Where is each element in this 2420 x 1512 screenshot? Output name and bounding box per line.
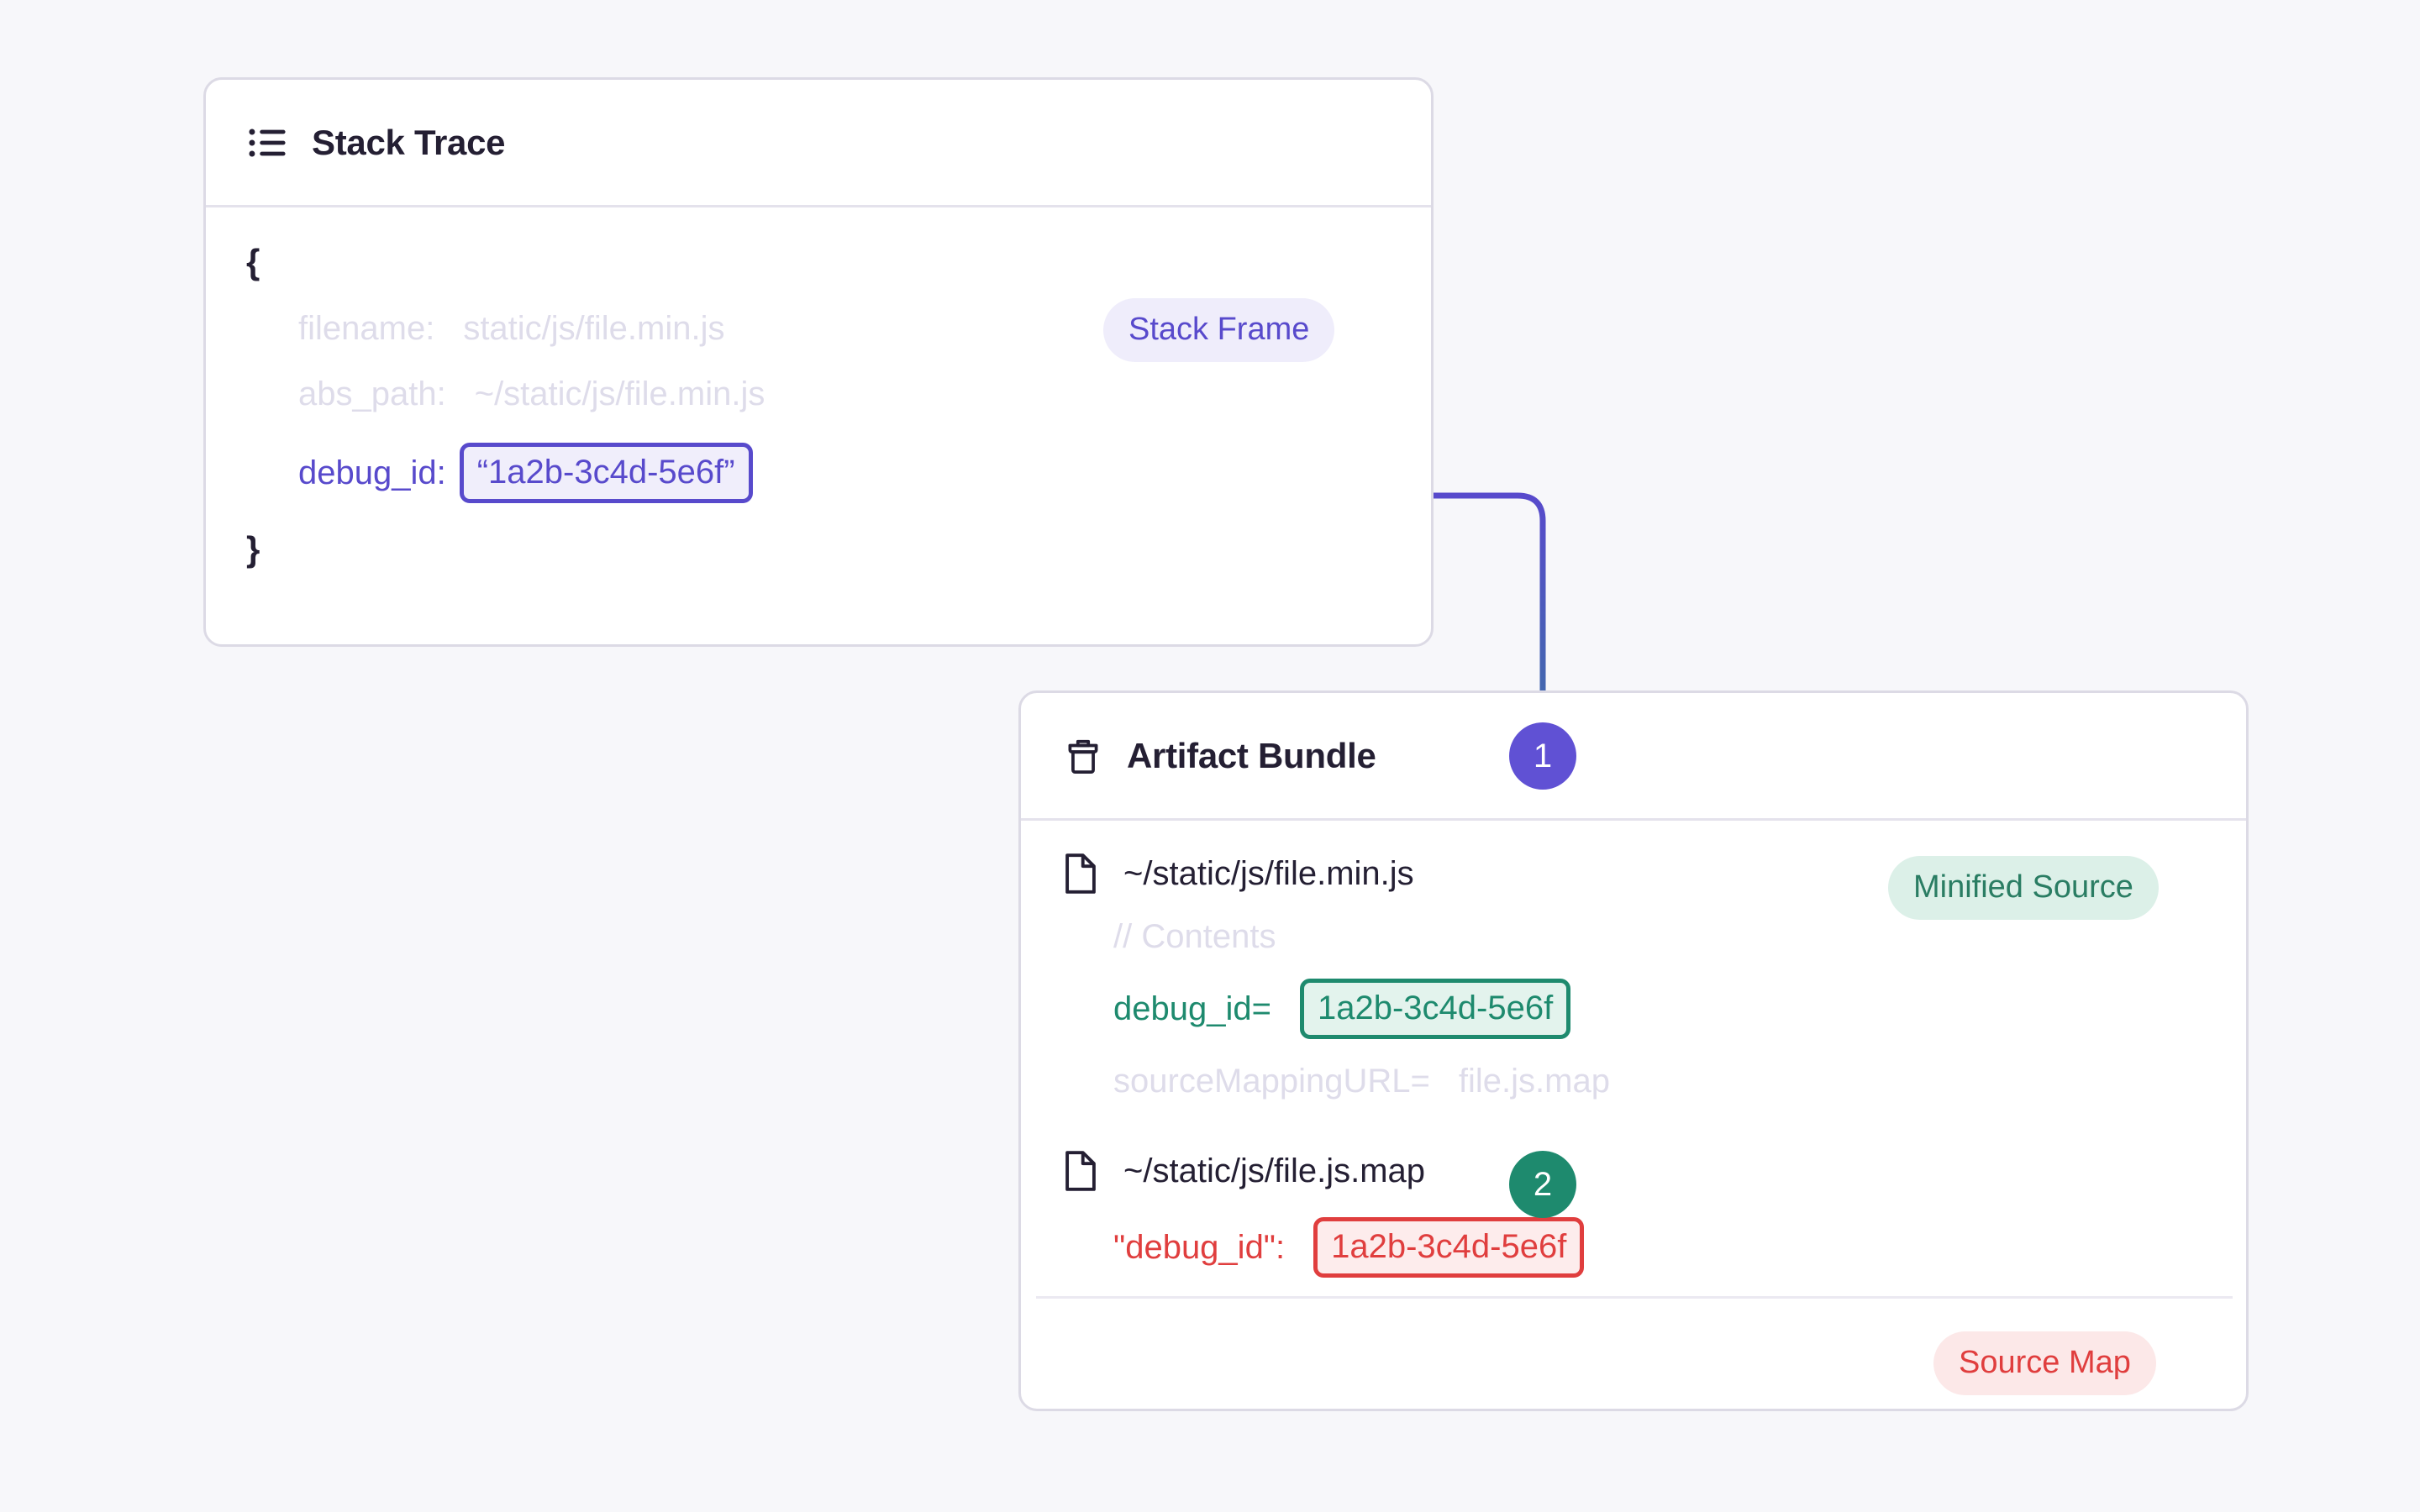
minified-source-file-name: ~/static/js/file.min.js bbox=[1123, 855, 1414, 892]
open-brace: { bbox=[246, 242, 260, 281]
abs-path-key: abs_path: bbox=[298, 375, 446, 412]
minified-debug-id-value-chip[interactable]: 1a2b-3c4d-5e6f bbox=[1299, 979, 1571, 1039]
field-debug-id: debug_id: “1a2b-3c4d-5e6f” bbox=[246, 443, 1391, 503]
source-mapping-url-key: sourceMappingURL= bbox=[1113, 1063, 1430, 1100]
filename-value: static/js/file.min.js bbox=[463, 310, 725, 347]
source-map-badge: Source Map bbox=[1933, 1331, 2156, 1395]
archive-jar-icon bbox=[1061, 734, 1105, 778]
minified-source-badge: Minified Source bbox=[1888, 856, 2159, 920]
stack-trace-title: Stack Trace bbox=[312, 122, 506, 162]
source-map-debug-id-value-chip[interactable]: 1a2b-3c4d-5e6f bbox=[1313, 1217, 1585, 1278]
step-marker-1: 1 bbox=[1509, 722, 1576, 790]
artifact-bundle-body: Minified Source ~/static/js/file.min.js … bbox=[1021, 821, 2246, 1395]
stack-trace-header: Stack Trace bbox=[206, 80, 1431, 207]
file-icon bbox=[1061, 853, 1100, 895]
file-icon bbox=[1061, 1150, 1100, 1192]
artifact-bundle-title: Artifact Bundle bbox=[1127, 735, 1376, 775]
abs-path-value: ~/static/js/file.min.js bbox=[474, 375, 765, 412]
step-marker-2: 2 bbox=[1509, 1151, 1576, 1218]
minified-source-comment-line: // Contents bbox=[1061, 920, 2206, 953]
minified-debug-id-key: debug_id= bbox=[1113, 990, 1271, 1027]
source-map-debug-id-line: "debug_id": 1a2b-3c4d-5e6f bbox=[1061, 1217, 2206, 1278]
close-brace-line: } bbox=[246, 532, 1391, 567]
field-abs-path: abs_path: ~/static/js/file.min.js bbox=[246, 377, 1391, 411]
source-map-debug-id-key: "debug_id": bbox=[1113, 1229, 1286, 1266]
stack-frame-badge: Stack Frame bbox=[1103, 298, 1335, 362]
artifact-bundle-card: Artifact Bundle Minified Source ~/static… bbox=[1018, 690, 2249, 1411]
source-mapping-url-value: file.js.map bbox=[1458, 1063, 1610, 1100]
minified-source-debug-id-line: debug_id= 1a2b-3c4d-5e6f bbox=[1061, 979, 2206, 1039]
debug-id-key: debug_id: bbox=[298, 454, 446, 491]
close-brace: } bbox=[246, 529, 260, 569]
source-mapping-url-line: sourceMappingURL= file.js.map bbox=[1061, 1064, 2206, 1098]
stack-trace-body: Stack Frame { filename: static/js/file.m… bbox=[206, 207, 1431, 567]
filename-key: filename: bbox=[298, 310, 435, 347]
debug-id-value-chip[interactable]: “1a2b-3c4d-5e6f” bbox=[459, 443, 753, 503]
stack-trace-card: Stack Trace Stack Frame { filename: stat… bbox=[203, 77, 1434, 647]
field-filename: filename: static/js/file.min.js bbox=[246, 312, 1391, 345]
source-map-file-row: ~/static/js/file.js.map bbox=[1061, 1150, 2206, 1192]
artifact-bundle-header: Artifact Bundle bbox=[1021, 693, 2246, 821]
source-map-file-name: ~/static/js/file.js.map bbox=[1123, 1152, 1426, 1189]
open-brace-line: { bbox=[246, 244, 1391, 280]
minified-source-comment: // Contents bbox=[1113, 918, 1276, 955]
artifact-section-divider bbox=[1036, 1296, 2233, 1299]
list-icon bbox=[246, 121, 290, 165]
